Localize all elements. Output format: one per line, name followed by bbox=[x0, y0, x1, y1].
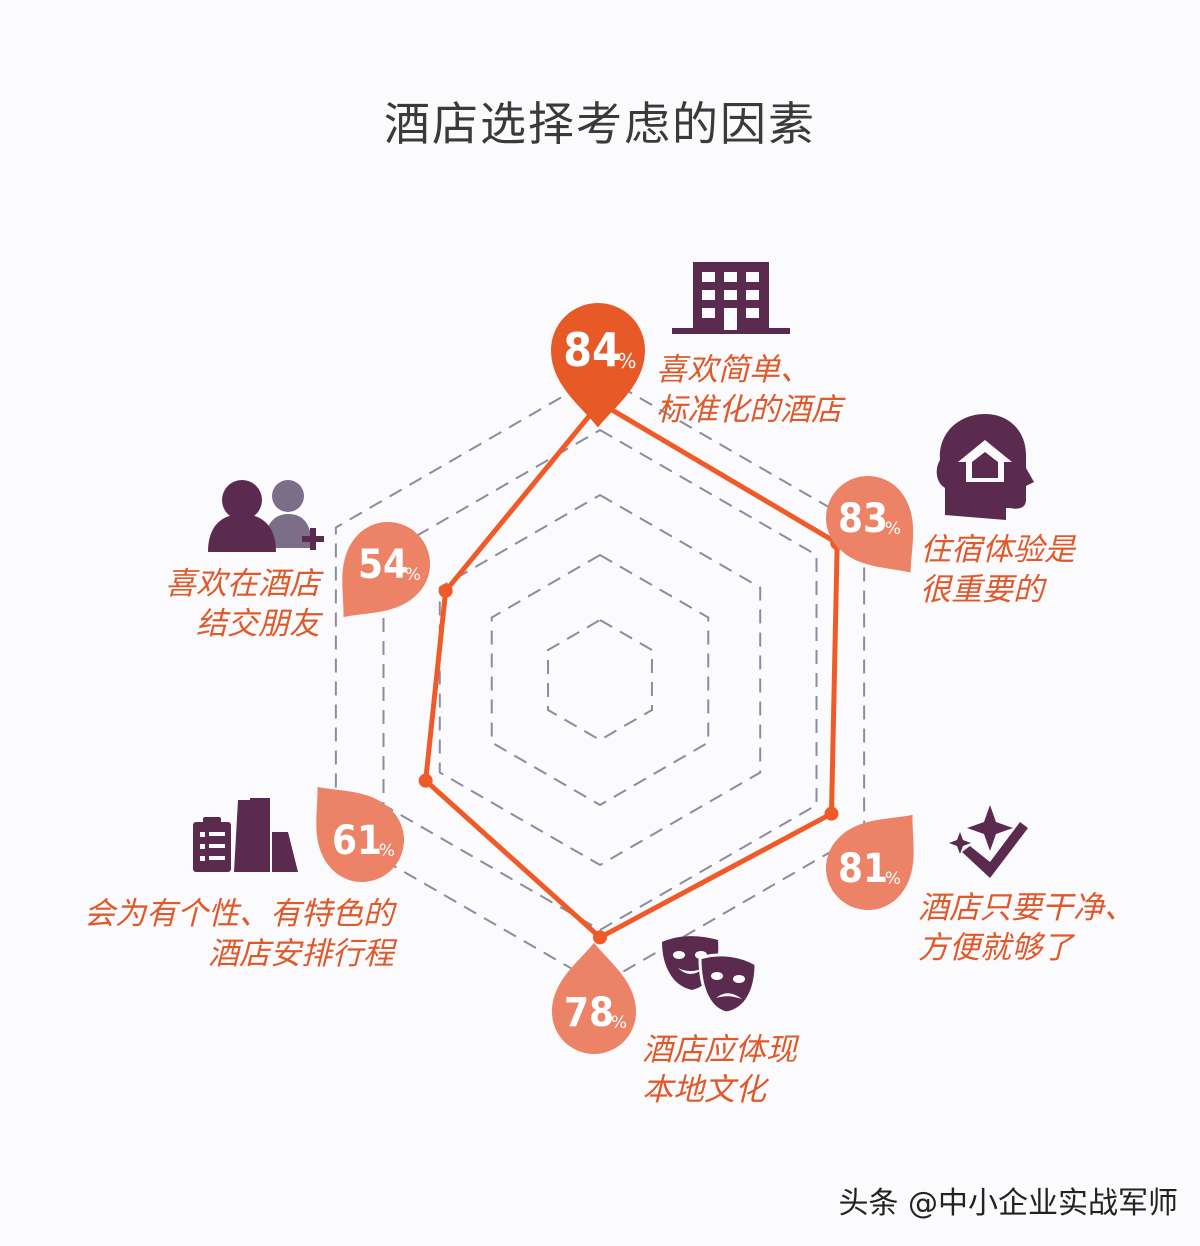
factor-icons bbox=[193, 262, 1034, 1015]
unit-label: % bbox=[379, 841, 395, 861]
factor-label: 住宿体验是 很重要的 bbox=[920, 532, 1075, 608]
unit-label: % bbox=[617, 349, 636, 373]
value-pin: 84% bbox=[551, 303, 645, 428]
factor-label: 喜欢在酒店 结交朋友 bbox=[165, 566, 320, 642]
unit-label: % bbox=[885, 519, 901, 539]
pin-shape bbox=[826, 814, 914, 910]
pin-shape bbox=[826, 476, 914, 573]
factor-label: 酒店只要干净、 方便就够了 bbox=[918, 890, 1135, 966]
city-clipboard-icon bbox=[193, 798, 298, 872]
pin-shape bbox=[316, 786, 404, 882]
value-label: 83 bbox=[838, 496, 888, 542]
value-pin: 61% bbox=[316, 786, 404, 882]
value-pin: 54% bbox=[342, 522, 430, 618]
unit-label: % bbox=[405, 565, 421, 585]
value-label: 54 bbox=[358, 542, 408, 588]
radar-point bbox=[438, 583, 453, 598]
building-icon bbox=[672, 262, 790, 334]
factor-label: 会为有个性、有特色的 酒店安排行程 bbox=[84, 896, 394, 972]
sparkle-check-icon bbox=[949, 805, 1028, 878]
add-friend-icon bbox=[208, 480, 324, 552]
watermark: 头条 @中小企业实战军师 bbox=[838, 1186, 1178, 1221]
unit-label: % bbox=[611, 1013, 627, 1033]
value-label: 61 bbox=[332, 818, 382, 864]
value-label: 78 bbox=[564, 990, 614, 1036]
pin-shape bbox=[552, 942, 636, 1054]
grid-ring bbox=[438, 493, 762, 867]
value-label: 84 bbox=[563, 323, 621, 377]
pin-shape bbox=[551, 303, 645, 428]
head-house-icon bbox=[936, 414, 1034, 520]
value-label: 81 bbox=[838, 846, 888, 892]
chart-title: 酒店选择考虑的因素 bbox=[384, 97, 816, 151]
radar-grid bbox=[334, 373, 866, 987]
grid-ring bbox=[334, 373, 866, 987]
unit-label: % bbox=[885, 869, 901, 889]
radar-point bbox=[418, 773, 433, 788]
value-pin: 83% bbox=[826, 476, 914, 573]
radar-point bbox=[824, 806, 839, 821]
factor-label: 酒店应体现 本地文化 bbox=[642, 1032, 797, 1108]
grid-ring bbox=[490, 553, 710, 807]
value-pin: 81% bbox=[826, 814, 914, 910]
radar-point bbox=[593, 930, 607, 945]
theater-masks-icon bbox=[662, 936, 758, 1015]
grid-ring bbox=[547, 618, 653, 742]
value-pins: 84%83%81%78%61%54% bbox=[316, 303, 914, 1054]
value-pin: 78% bbox=[552, 942, 636, 1054]
factor-label: 喜欢简单、 标准化的酒店 bbox=[656, 352, 842, 428]
radar-line bbox=[423, 400, 840, 940]
pin-shape bbox=[342, 522, 430, 618]
